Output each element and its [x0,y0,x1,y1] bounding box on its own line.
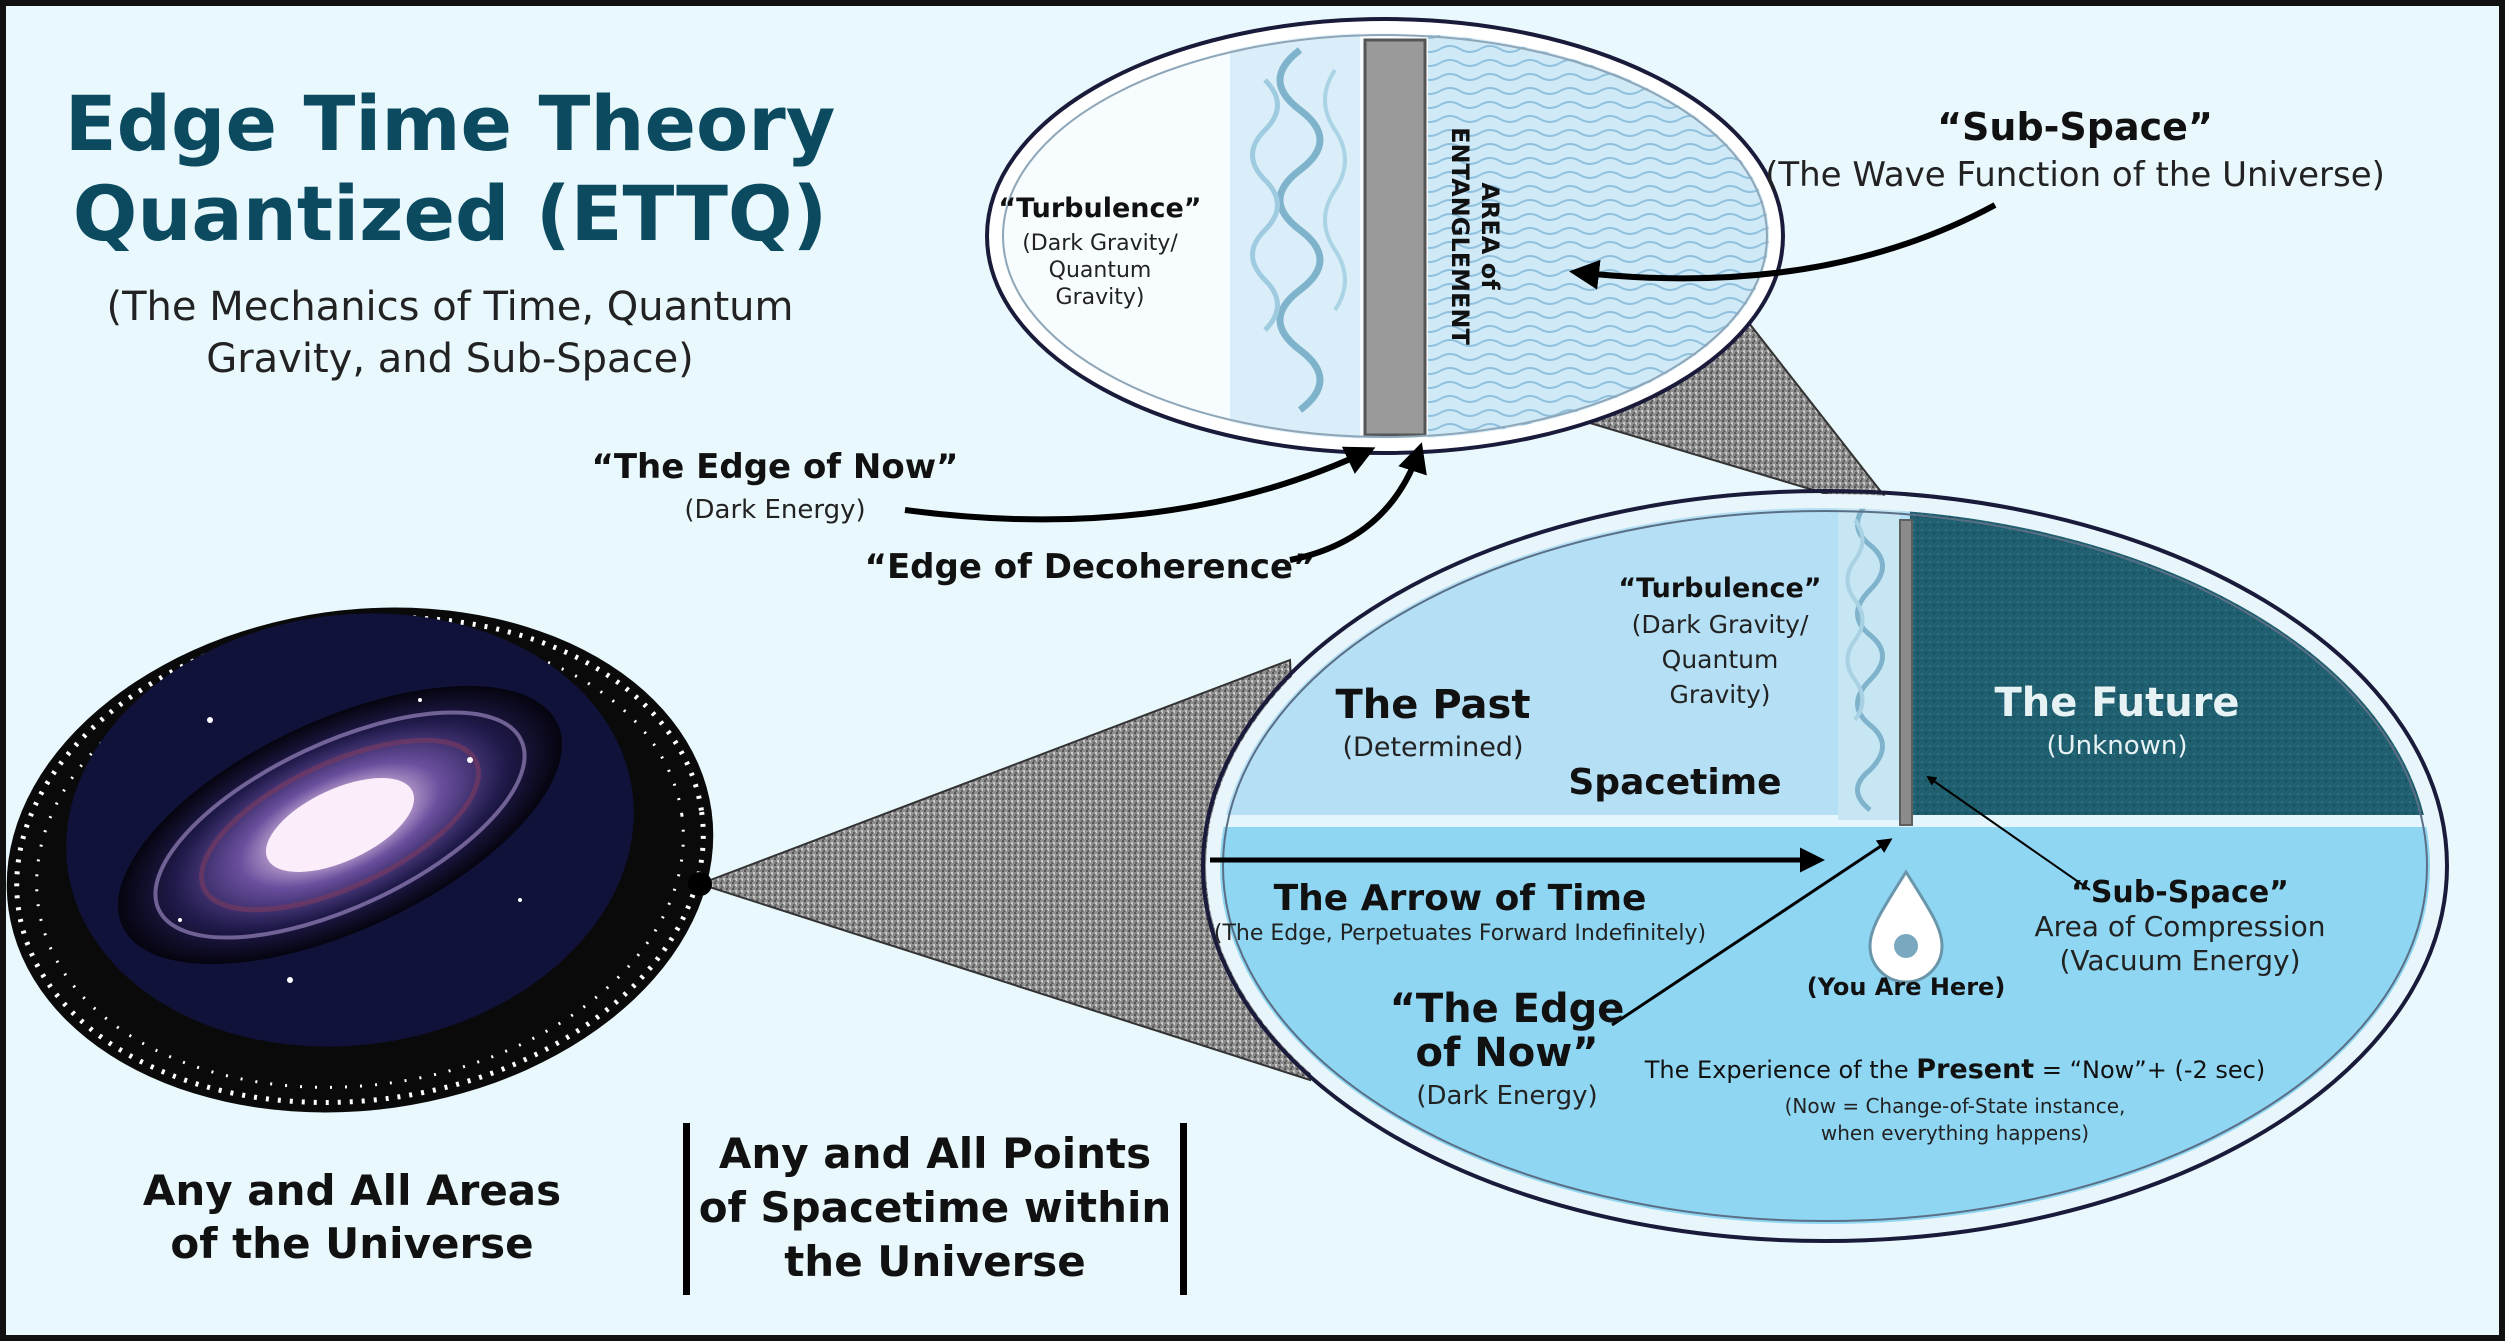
turbulence-texture-big [1838,490,1900,820]
points-label-line2: of Spacetime within [699,1183,1172,1232]
point-marker [688,872,712,896]
timeline-band [1200,815,2450,827]
turbulence-title-top: “Turbulence” [998,193,1201,224]
points-label-line1: Any and All Points [719,1129,1151,1178]
points-label-line3: the Universe [784,1237,1086,1286]
present-word: Present [1916,1054,2034,1085]
edge-now-big-line1: “The Edge [1390,986,1625,1032]
title-line2: Quantized (ETTQ) [73,169,828,258]
subspace-title-top: “Sub-Space” [1937,105,2213,149]
present-suffix: = “Now”+ (-2 sec) [2034,1056,2265,1084]
spacetime-label: Spacetime [1568,762,1781,803]
subspace-title-big: “Sub-Space” [2071,875,2289,910]
entanglement-line1: AREA of [1476,182,1504,290]
subtitle-line2: Gravity, and Sub-Space) [206,336,694,382]
divider-right [1180,1123,1187,1295]
you-are-here-label: (You Are Here) [1807,973,2006,1001]
entanglement-line2: ENTANGLEMENT [1446,127,1474,345]
edge-now-top-title: “The Edge of Now” [592,447,959,487]
subspace-line2-big: (Vacuum Energy) [2059,944,2300,977]
turbulence-texture-top [1230,30,1360,440]
present-equation: The Experience of the Present = “Now”+ (… [1644,1054,2265,1085]
subspace-line1-big: Area of Compression [2035,910,2326,943]
turbulence-line1-big: (Dark Gravity/ [1632,610,1809,639]
subtitle-line1: (The Mechanics of Time, Quantum [107,284,794,330]
edge-now-top-desc: (Dark Energy) [684,495,865,525]
edge-barrier-big [1900,520,1912,825]
future-title: The Future [1994,680,2239,726]
arrow-title: The Arrow of Time [1274,878,1647,919]
title-line1: Edge Time Theory [65,79,836,168]
areas-label-line1: Any and All Areas [143,1166,561,1215]
present-prefix: The Experience of the [1644,1056,1917,1084]
turbulence-line2-top: Quantum [1049,258,1152,283]
decoherence-label: “Edge of Decoherence” [865,547,1316,587]
turbulence-line3-top: Gravity) [1056,285,1145,310]
future-desc: (Unknown) [2047,731,2188,761]
arrow-desc: (The Edge, Perpetuates Forward Indefinit… [1214,921,1706,946]
areas-label-line2: of the Universe [170,1219,533,1268]
past-title: The Past [1336,682,1531,728]
subspace-desc-top: (The Wave Function of the Universe) [1765,155,2385,195]
present-note-line2: when everything happens) [1821,1121,2089,1145]
turbulence-line1-top: (Dark Gravity/ [1022,231,1178,256]
past-desc: (Determined) [1343,732,1524,763]
turbulence-line2-big: Quantum [1662,645,1779,674]
present-note-line1: (Now = Change-of-State instance, [1785,1094,2126,1118]
edge-now-big-line2: of Now” [1415,1030,1598,1076]
edge-barrier-top [1365,40,1425,435]
turbulence-title-big: “Turbulence” [1618,573,1821,604]
edge-now-big-desc: (Dark Energy) [1416,1081,1597,1111]
turbulence-line3-big: Gravity) [1669,680,1770,709]
divider-left [683,1123,690,1295]
